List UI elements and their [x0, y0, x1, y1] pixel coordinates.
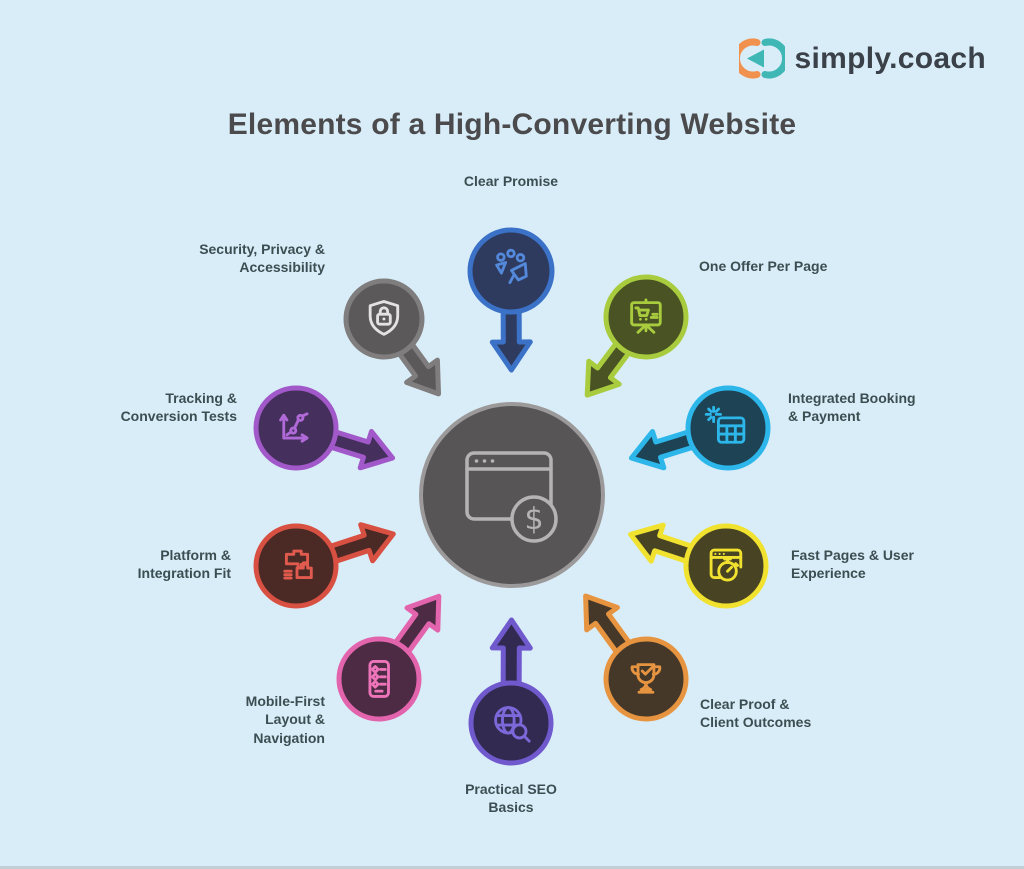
node-layer: $ — [253, 227, 771, 766]
one-offer-per-page-label: One Offer Per Page — [699, 258, 828, 274]
calendar-grid-sparkle-icon — [704, 405, 746, 444]
center-hub-circle — [419, 402, 605, 588]
globe-search-icon — [494, 706, 531, 743]
offer-board-cart-icon — [630, 298, 662, 334]
mobile-first-layout-navigation-node — [336, 636, 422, 722]
browser-stopwatch-icon — [709, 548, 743, 582]
page-title: Elements of a High-Converting Website — [227, 108, 797, 141]
fast-pages-user-experience-label: Fast Pages & User Experience — [791, 547, 914, 582]
mobile-first-layout-navigation-label: Mobile-First Layout & Navigation — [245, 693, 325, 746]
practical-seo-basics-node — [468, 680, 554, 766]
clear-proof-client-outcomes-node — [603, 636, 689, 722]
platform-integration-fit-label: Platform & Integration Fit — [137, 547, 231, 582]
brand-name: simply.coach — [794, 42, 986, 75]
svg-text:$: $ — [524, 502, 543, 537]
puzzle-icon — [283, 549, 313, 580]
one-offer-per-page-node — [603, 274, 689, 360]
simply-coach-logo-icon — [738, 38, 785, 79]
browser-dollar-icon: $ — [465, 451, 558, 543]
practical-seo-basics-label: Practical SEO Basics — [465, 781, 557, 816]
clear-proof-client-outcomes-label: Clear Proof & Client Outcomes — [700, 696, 812, 731]
security-privacy-accessibility-label: Security, Privacy & Accessibility — [199, 241, 325, 276]
platform-integration-fit-node — [253, 523, 339, 609]
brand-logo: simply.coach — [738, 36, 986, 82]
trophy-check-icon — [630, 663, 662, 694]
fast-pages-user-experience-node — [683, 523, 769, 609]
clear-promise-label: Clear Promise — [463, 173, 559, 189]
phone-list-icon — [368, 660, 390, 698]
integrated-booking-payment-label: Integrated Booking & Payment — [788, 390, 916, 425]
tracking-conversion-tests-label: Tracking & Conversion Tests — [120, 390, 237, 425]
shield-lock-icon — [368, 300, 400, 336]
chart-growth-icon — [279, 412, 309, 443]
megaphone-audience-icon — [495, 248, 528, 285]
